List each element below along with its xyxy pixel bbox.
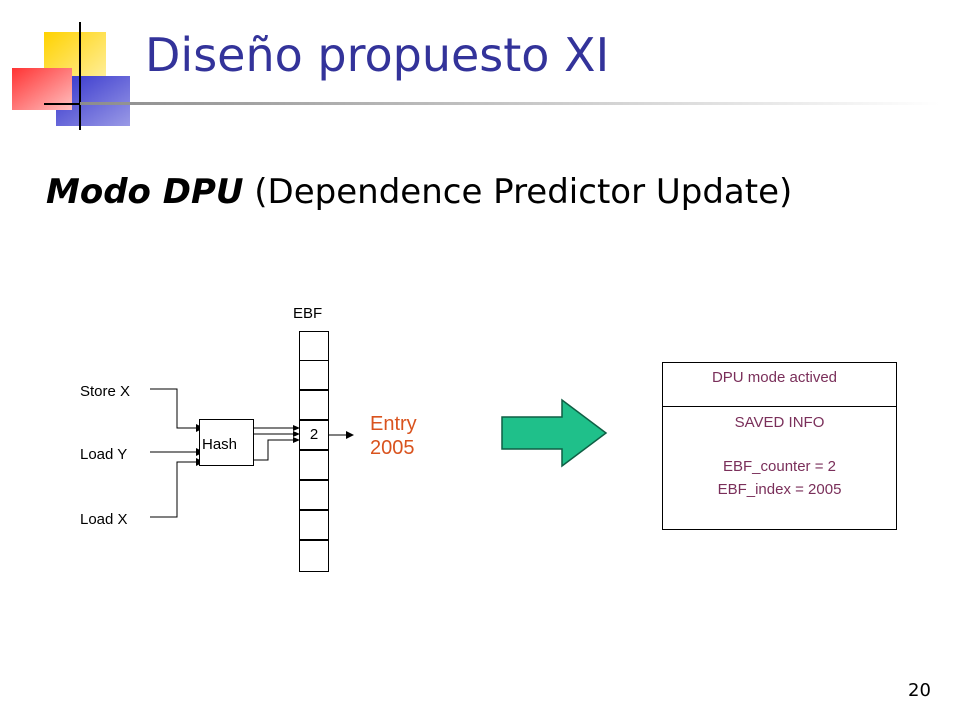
input-load-y: Load Y	[80, 446, 128, 463]
hash-box: Hash	[199, 419, 254, 466]
ebf-cell-entry: 2	[299, 420, 329, 450]
ebf-cell	[299, 510, 329, 540]
entry-label: Entry 2005	[370, 412, 417, 460]
arrowhead-ebf-3	[293, 437, 300, 443]
input-store-x: Store X	[80, 383, 131, 400]
input-load-x: Load X	[80, 511, 128, 528]
connector-load-x	[150, 461, 196, 518]
dpu-header: DPU mode actived	[711, 369, 838, 386]
connector-store-x	[150, 388, 196, 429]
arrowhead-entry	[346, 431, 354, 439]
dpu-box-divider	[662, 406, 897, 407]
ebf-cell	[299, 450, 329, 480]
slide-logo	[12, 22, 140, 130]
subtitle-description: (Dependence Predictor Update)	[243, 172, 793, 212]
entry-line-1: Entry	[370, 413, 417, 435]
ebf-cell	[299, 331, 329, 361]
subtitle-mode: Modo DPU	[46, 172, 244, 212]
slide-subtitle: Modo DPU (Dependence Predictor Update)	[46, 172, 792, 212]
slide-title: Diseño propuesto XI	[145, 28, 610, 82]
transition-arrow	[501, 398, 608, 468]
page-number: 20	[908, 680, 931, 701]
ebf-cell	[299, 480, 329, 510]
saved-info-title: SAVED INFO	[734, 414, 825, 431]
ebf-cell	[299, 540, 329, 572]
arrowhead-ebf-1	[293, 425, 300, 431]
ebf-cell	[299, 390, 329, 420]
arrowhead-ebf-2	[293, 431, 300, 437]
hash-out-3	[254, 439, 293, 461]
ebf-index-value: EBF_index = 2005	[717, 481, 842, 498]
ebf-label: EBF	[293, 305, 323, 322]
ebf-counter-value: EBF_counter = 2	[723, 458, 836, 475]
title-underline	[80, 102, 940, 105]
entry-line-2: 2005	[370, 437, 415, 459]
ebf-cell	[299, 360, 329, 390]
dpu-box	[662, 362, 897, 530]
hash-label: Hash	[202, 436, 238, 453]
